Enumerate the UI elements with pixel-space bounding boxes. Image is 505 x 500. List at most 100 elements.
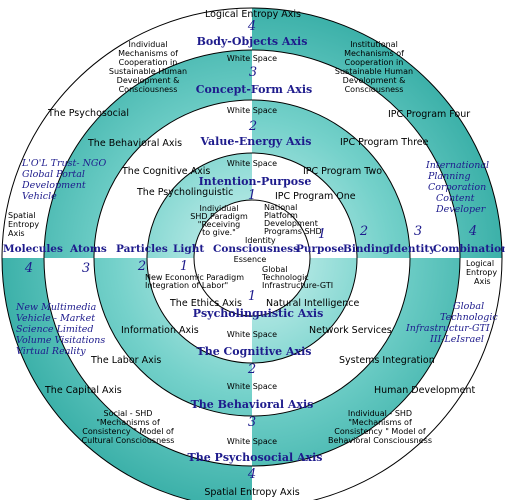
number-3-top: 3 [249, 65, 257, 80]
ipc-program-three-label: IPC Program Three [340, 137, 429, 148]
white-space-4: White Space [227, 330, 277, 339]
svg-text:Development &: Development & [117, 76, 180, 85]
labor-axis-label: The Labor Axis [90, 355, 161, 366]
svg-text:"Receiving: "Receiving [198, 220, 240, 229]
concept-form-axis-label: Concept-Form Axis [196, 83, 312, 96]
essence-label: Essence [234, 255, 267, 264]
svg-text:Consciousness: Consciousness [345, 85, 404, 94]
particles-label: Particles [116, 243, 168, 255]
svg-text:Vehicle: Vehicle [22, 191, 57, 202]
number-4-left: 4 [24, 261, 33, 276]
svg-text:Entropy: Entropy [466, 268, 497, 277]
svg-text:National: National [264, 203, 297, 212]
systems-integration-label: Systems Integration [339, 355, 435, 366]
behavioral-axis-label: The Behavioral Axis [87, 138, 182, 149]
svg-text:Consistency " Model of: Consistency " Model of [82, 427, 174, 436]
svg-text:Sustainable Human: Sustainable Human [335, 67, 413, 76]
svg-text:III-LeIsrael: III-LeIsrael [429, 334, 484, 345]
atoms-label: Atoms [69, 243, 107, 255]
global-technologic-inner-text: Global Technologic Infrastructure-GTI [261, 265, 333, 290]
svg-text:Development: Development [21, 180, 86, 191]
svg-text:Science Limited: Science Limited [16, 324, 93, 335]
ring-3 [93, 99, 411, 417]
svg-text:Cultural Consciousness: Cultural Consciousness [82, 436, 175, 445]
shaded-band-6 [94, 258, 252, 416]
psycholinguistic-short-label: The Psycholinguistic [136, 187, 233, 198]
ipc-program-four-label: IPC Program Four [388, 109, 470, 120]
shaded-band-2 [2, 258, 252, 500]
svg-text:Programs SHD: Programs SHD [264, 227, 322, 236]
identity-label: Identity [389, 243, 436, 255]
number-2-bottom: 2 [247, 362, 256, 377]
binding-label: Binding [343, 243, 390, 255]
svg-text:Platform: Platform [264, 211, 298, 220]
svg-text:Technologic: Technologic [440, 312, 498, 323]
capital-axis-label: The Capital Axis [44, 385, 122, 396]
ring-5 [193, 199, 311, 317]
svg-text:Sustainable Human: Sustainable Human [109, 67, 187, 76]
shaded-band-5 [252, 100, 410, 258]
ring-2 [43, 49, 461, 467]
number-2-left: 2 [137, 259, 146, 274]
svg-text:Individual - SHD: Individual - SHD [348, 409, 412, 418]
svg-text:New Multimedia: New Multimedia [15, 302, 97, 313]
intention-purpose-label: Intention-Purpose [199, 175, 312, 188]
svg-text:"Mechanisms of: "Mechanisms of [96, 418, 160, 427]
ethics-axis-label: The Ethics Axis [169, 298, 242, 309]
social-shd-text: Social - SHD "Mechanisms of Consistency … [82, 409, 175, 445]
svg-text:Volume Visitations: Volume Visitations [16, 335, 105, 346]
number-4-bottom: 4 [247, 467, 256, 482]
svg-text:Planning: Planning [427, 171, 471, 182]
number-3-left: 3 [82, 261, 90, 276]
individual-mechanisms-text: Individual Mechanisms of Cooperation in … [109, 40, 187, 94]
svg-text:Developer: Developer [435, 204, 487, 215]
svg-text:Institutional: Institutional [350, 40, 398, 49]
shaded-band-8 [252, 258, 357, 363]
combinations-label: Combinations [433, 243, 505, 255]
svg-text:Infrastructure-GTI: Infrastructure-GTI [262, 281, 333, 290]
svg-text:Development &: Development & [343, 76, 406, 85]
shaded-band-1 [252, 8, 502, 258]
number-1-left: 1 [180, 259, 188, 274]
white-space-6: White Space [227, 437, 277, 446]
svg-text:New Economic Paradigm: New Economic Paradigm [145, 273, 244, 282]
svg-text:Integration of Labor": Integration of Labor" [145, 281, 228, 290]
cognitive-axis-short-label: The Cognitive Axis [121, 166, 210, 177]
ipc-program-one-label: IPC Program One [275, 191, 356, 202]
shd-paradigm-text: Individual SHD Paradigm "Receiving to gi… [190, 204, 248, 237]
svg-text:Cooperation in: Cooperation in [119, 58, 178, 67]
svg-text:Consciousness: Consciousness [119, 85, 178, 94]
svg-text:"Mechanisms of: "Mechanisms of [348, 418, 412, 427]
svg-text:Consistency " Model of: Consistency " Model of [334, 427, 426, 436]
svg-text:Axis: Axis [8, 229, 25, 238]
svg-text:Entropy: Entropy [8, 220, 39, 229]
number-2-top: 2 [248, 119, 257, 134]
svg-text:Corporation: Corporation [428, 182, 486, 193]
svg-text:Vehicle - Market: Vehicle - Market [16, 313, 95, 324]
molecules-label: Molecules [3, 243, 63, 255]
shaded-band-7 [147, 153, 252, 258]
svg-text:International: International [425, 160, 489, 171]
white-space-3: White Space [227, 159, 277, 168]
number-4-right: 4 [468, 224, 477, 239]
svg-text:Content: Content [436, 193, 475, 204]
ring-4 [146, 152, 358, 364]
svg-text:Mechanisms of: Mechanisms of [118, 49, 178, 58]
number-1-top: 1 [248, 188, 256, 203]
number-4-top: 4 [247, 19, 256, 34]
white-space-1: White Space [227, 54, 277, 63]
quadrant-bands [2, 8, 502, 500]
svg-text:Technologic: Technologic [261, 273, 309, 282]
svg-text:to give.": to give." [202, 228, 236, 237]
number-1-bottom: 1 [248, 289, 256, 304]
number-3-bottom: 3 [248, 415, 256, 430]
spatial-entropy-axis-bottom: Spatial Entropy Axis [204, 487, 299, 498]
svg-text:Infrastructur-GTI: Infrastructur-GTI [405, 323, 490, 334]
cognitive-axis-label: The Cognitive Axis [197, 345, 312, 358]
number-1-right: 1 [318, 227, 326, 242]
national-platform-text: National Platform Development Programs S… [264, 203, 322, 236]
svg-text:Global: Global [262, 265, 288, 274]
psycholinguistic-axis-label: Psycholinguistic Axis [193, 307, 324, 320]
